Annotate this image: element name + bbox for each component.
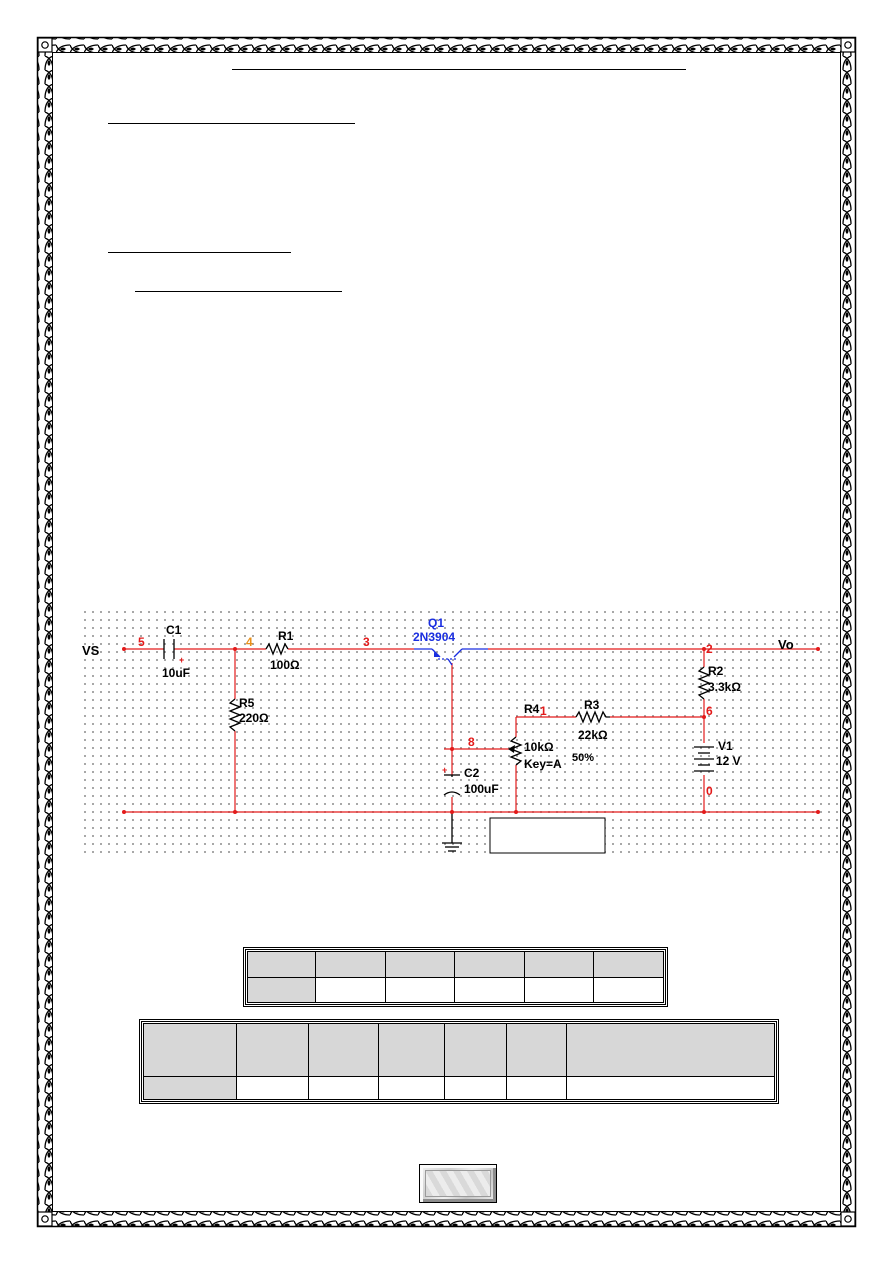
table-cell[interactable] — [523, 976, 595, 1003]
q1-name: Q1 — [428, 616, 444, 630]
junction-dots — [122, 647, 820, 814]
table-cell[interactable] — [247, 976, 316, 1003]
r2-value: 3.3kΩ — [708, 680, 741, 694]
table-cell[interactable] — [308, 1076, 379, 1100]
table-cell[interactable] — [593, 976, 664, 1003]
c1-polarity: + — [179, 655, 184, 665]
section-heading-rule — [108, 123, 355, 124]
r3-name: R3 — [584, 698, 600, 712]
table-cell[interactable] — [236, 1076, 309, 1100]
subsection-heading-rule — [135, 291, 342, 292]
table-row — [247, 951, 664, 978]
c2-name: C2 — [464, 766, 480, 780]
table-cell[interactable] — [566, 1076, 775, 1100]
table-cell[interactable] — [566, 1023, 775, 1077]
c1-name: C1 — [166, 623, 182, 637]
table-cell[interactable] — [378, 1076, 445, 1100]
r1-value: 100Ω — [270, 658, 300, 672]
table-cell[interactable] — [315, 951, 386, 978]
r5-value: 220Ω — [239, 711, 269, 725]
table-cell[interactable] — [236, 1023, 309, 1077]
wiper-arrow-icon — [508, 745, 515, 753]
c2-polarity: + — [442, 765, 447, 775]
table-cell[interactable] — [506, 1076, 567, 1100]
table-cell[interactable] — [308, 1023, 379, 1077]
r1-name: R1 — [278, 629, 294, 643]
vs-label: VS — [82, 643, 100, 658]
page-number-plate — [419, 1164, 497, 1203]
table-cell[interactable] — [444, 1023, 507, 1077]
r4-key: Key=A — [524, 757, 562, 771]
node-0-label: 0 — [706, 784, 713, 798]
section-heading-rule — [108, 252, 291, 253]
emitter-arrow-icon — [434, 652, 440, 657]
r4-name: R4 — [524, 702, 540, 716]
results-table-1 — [243, 947, 668, 1007]
r4-percent: 50% — [572, 752, 594, 764]
table-cell[interactable] — [143, 1076, 237, 1100]
component-symbols — [163, 639, 714, 852]
c2-value: 100uF — [464, 782, 499, 796]
r2-name: R2 — [708, 664, 724, 678]
table-cell[interactable] — [247, 951, 316, 978]
table-row — [247, 976, 664, 1003]
node-6-label: 6 — [706, 704, 713, 718]
wires — [124, 648, 818, 813]
c1-value: 10uF — [162, 666, 190, 680]
r3-value: 22kΩ — [578, 728, 608, 742]
table-cell[interactable] — [384, 976, 456, 1003]
table-cell[interactable] — [384, 951, 456, 978]
v1-name: V1 — [718, 739, 733, 753]
q1-part: 2N3904 — [413, 630, 455, 644]
r5-name: R5 — [239, 696, 255, 710]
r4-value: 10kΩ — [524, 740, 554, 754]
table-2 — [143, 1023, 775, 1100]
node-1-label: 1 — [540, 704, 547, 718]
table-cell[interactable] — [444, 1076, 507, 1100]
transistor-q1 — [414, 648, 488, 666]
results-table-2 — [139, 1019, 779, 1104]
marble-texture — [425, 1170, 491, 1197]
circuit-diagram: VS Vo 5 4 3 2 6 8 1 0 C1 + 10uF R1 100Ω … — [82, 616, 820, 854]
blank-caption-box — [489, 817, 606, 854]
table-cell[interactable] — [506, 1023, 567, 1077]
table-row — [143, 1023, 775, 1077]
table-cell[interactable] — [454, 951, 525, 978]
table-cell[interactable] — [523, 951, 595, 978]
node-5-label: 5 — [138, 635, 145, 649]
table-row — [143, 1076, 775, 1100]
v1-value: 12 V — [716, 754, 741, 768]
table-cell[interactable] — [454, 976, 525, 1003]
table-cell[interactable] — [378, 1023, 445, 1077]
node-2-label: 2 — [706, 642, 713, 656]
node-3-label: 3 — [363, 635, 370, 649]
table-cell[interactable] — [143, 1023, 237, 1077]
node-4-label: 4 — [246, 635, 253, 649]
node-8-label: 8 — [468, 735, 475, 749]
table-cell[interactable] — [593, 951, 664, 978]
vo-label: Vo — [778, 637, 794, 652]
table-1 — [247, 951, 664, 1003]
table-cell[interactable] — [315, 976, 386, 1003]
circuit-schematic: VS Vo 5 4 3 2 6 8 1 0 C1 + 10uF R1 100Ω … — [78, 605, 838, 855]
title-rule — [232, 69, 686, 70]
